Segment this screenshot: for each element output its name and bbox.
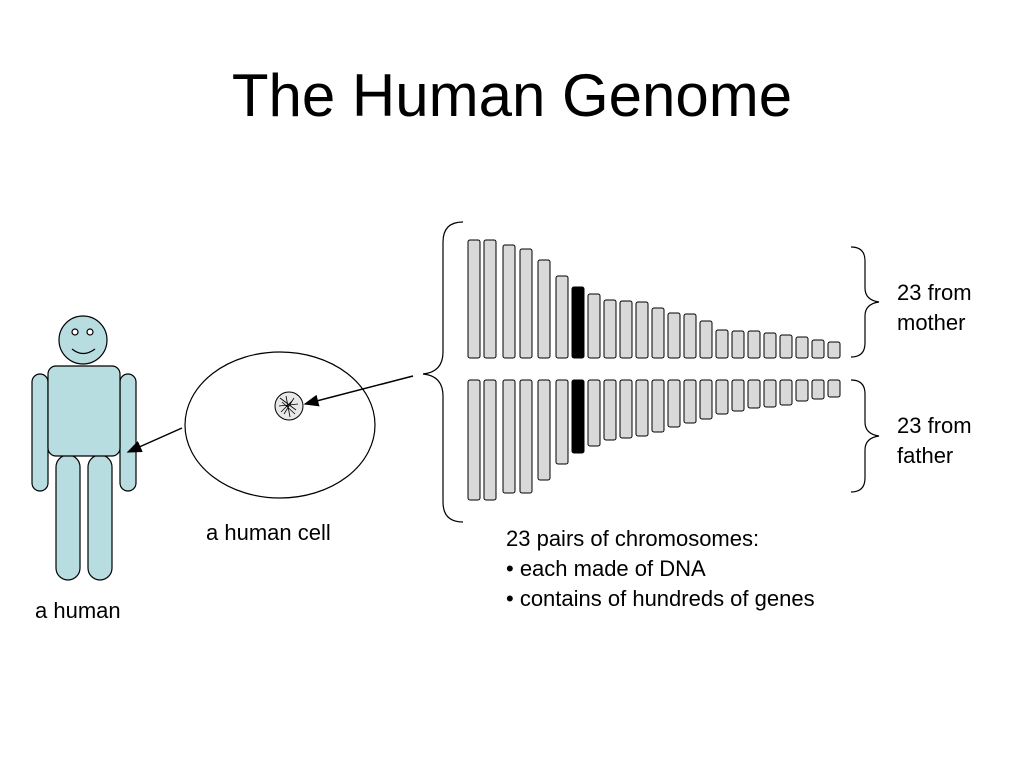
chromosome-mother <box>731 330 745 359</box>
chromosome-father <box>502 379 516 494</box>
mother-label-line: mother <box>897 310 966 335</box>
chromosome-mother <box>587 293 601 359</box>
chromosome-father <box>619 379 633 439</box>
chromosome-mother <box>619 300 633 359</box>
chromosome-mother <box>555 275 569 359</box>
chromosome-mother <box>571 286 585 359</box>
caption-bullet: • contains of hundreds of genes <box>506 586 815 611</box>
arrow-chromosomes-to-nucleus <box>303 375 414 407</box>
human-cell <box>184 351 376 499</box>
chromosome-father <box>683 379 697 424</box>
chromosome-mother <box>635 301 649 359</box>
chromosome-mother <box>827 341 841 359</box>
caption-bullet: • each made of DNA <box>506 556 706 581</box>
chromosome-father <box>763 379 777 408</box>
human-label: a human <box>35 598 121 623</box>
chromosome-father <box>795 379 809 402</box>
chromosome-mother <box>502 244 516 359</box>
nucleus-chromatin <box>278 395 299 418</box>
chromosome-mother <box>699 320 713 359</box>
chromosome-mother <box>483 239 497 359</box>
mother-label-line: 23 from <box>897 280 972 305</box>
left-eye <box>71 328 79 336</box>
arrow-cell-to-human <box>126 427 183 453</box>
left-brace <box>422 221 464 523</box>
chromosome-father <box>587 379 601 447</box>
father-brace <box>850 379 880 493</box>
head <box>58 315 108 365</box>
chromosome-mother <box>537 259 551 359</box>
mother-brace <box>850 246 880 358</box>
torso <box>47 365 121 457</box>
left-leg <box>55 454 81 581</box>
chromosome-father <box>483 379 497 501</box>
chromosome-mother <box>779 334 793 359</box>
slide-title: The Human Genome <box>231 62 793 129</box>
left-arm <box>31 373 49 492</box>
chromosome-father <box>603 379 617 441</box>
chromosome-mother <box>715 329 729 359</box>
chromosome-father <box>731 379 745 412</box>
chromosome-mother <box>651 307 665 359</box>
chromosome-mother <box>795 336 809 359</box>
chromosome-mother <box>747 330 761 359</box>
caption-heading: 23 pairs of chromosomes: <box>506 526 760 551</box>
human-figure <box>31 315 137 581</box>
chromosome-father <box>555 379 569 465</box>
chromosome-father <box>667 379 681 428</box>
right-eye <box>86 328 94 336</box>
father-label-line: father <box>897 443 954 468</box>
chromosome-father <box>537 379 551 481</box>
right-arm <box>119 373 137 492</box>
chromosome-pairs-caption: 23 pairs of chromosomes: • each made of … <box>506 524 815 614</box>
chromosome-mother <box>683 313 697 359</box>
cell-membrane <box>184 351 376 499</box>
right-leg <box>87 454 113 581</box>
chromosome-father <box>651 379 665 433</box>
chromosome-father <box>467 379 481 501</box>
chromosome-father <box>715 379 729 415</box>
cell-label: a human cell <box>206 520 331 545</box>
smile <box>71 348 96 355</box>
chromosome-mother <box>763 332 777 359</box>
chromosome-mother <box>667 312 681 359</box>
chromosome-mother <box>519 248 533 359</box>
chromosome-father <box>571 379 585 454</box>
father-label: 23 from father <box>897 411 972 471</box>
chromosome-father <box>635 379 649 437</box>
chromosome-father <box>827 379 841 398</box>
chromosome-father <box>747 379 761 409</box>
chromosome-set-mother <box>467 239 841 359</box>
mother-label: 23 from mother <box>897 278 972 338</box>
chromosome-set-father <box>467 379 841 501</box>
chromosome-mother <box>467 239 481 359</box>
chromosome-father <box>519 379 533 494</box>
chromosome-mother <box>811 339 825 359</box>
chromosome-father <box>811 379 825 400</box>
chromosome-mother <box>603 299 617 359</box>
father-label-line: 23 from <box>897 413 972 438</box>
chromosome-father <box>699 379 713 420</box>
chromosome-father <box>779 379 793 406</box>
